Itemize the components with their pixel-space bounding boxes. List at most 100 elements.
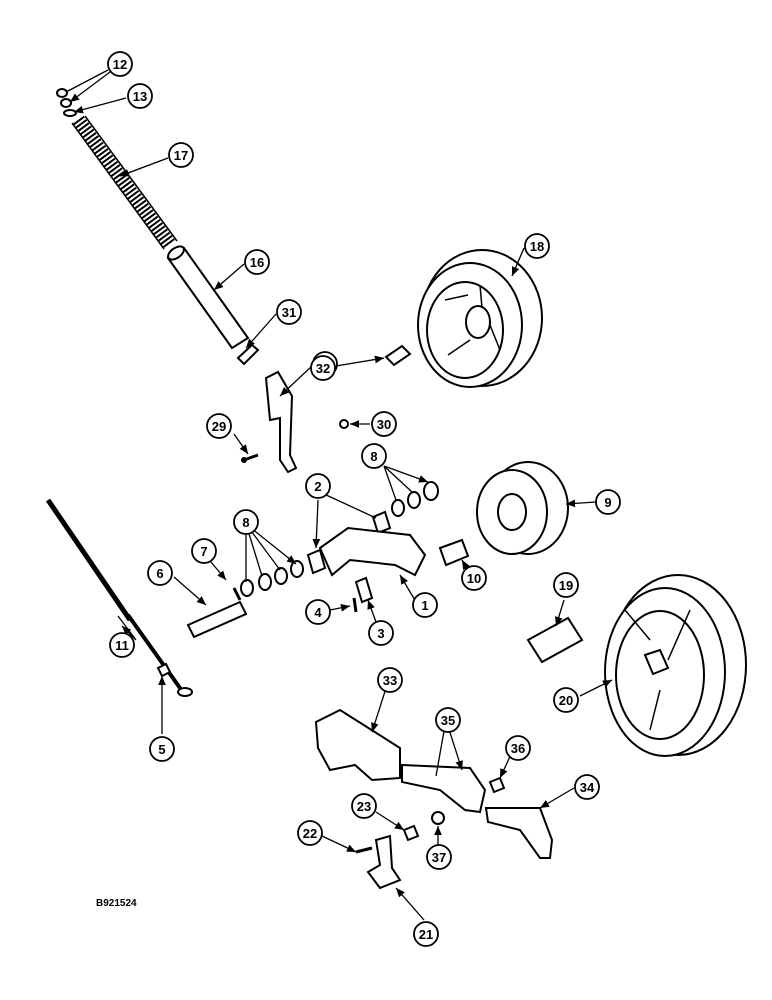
callout-circle xyxy=(107,51,133,77)
callout-number: 6 xyxy=(156,566,163,581)
spring-17-part xyxy=(71,115,178,250)
callout-32: 32 xyxy=(310,355,336,381)
pin-3-part xyxy=(354,576,374,604)
callout-number: 13 xyxy=(133,89,147,104)
bolt-22-part xyxy=(355,846,373,854)
pin-6-part xyxy=(186,600,248,639)
callout-number: 19 xyxy=(559,578,573,593)
arm-1-part xyxy=(318,526,427,577)
callout-13: 13 xyxy=(127,83,153,109)
callout-6: 6 xyxy=(147,560,173,586)
callout-33: 33 xyxy=(377,667,403,693)
callout-number: 23 xyxy=(357,799,371,814)
callout-number: 22 xyxy=(303,826,317,841)
callout-circle xyxy=(127,83,153,109)
callout-circle xyxy=(461,565,487,591)
callout-circle xyxy=(109,632,135,658)
callout-number: 17 xyxy=(174,148,188,163)
callout-circle xyxy=(595,489,621,515)
callout-5: 5 xyxy=(149,736,175,762)
callout-number: 7 xyxy=(200,544,207,559)
callout-17: 17 xyxy=(168,142,194,168)
callout-7: 7 xyxy=(191,538,217,564)
callout-circle xyxy=(574,774,600,800)
callout-circle xyxy=(206,413,232,439)
callout-20: 20 xyxy=(553,687,579,713)
callout-circle xyxy=(310,355,336,381)
nut-12-part xyxy=(56,88,77,117)
callout-30: 30 xyxy=(371,411,397,437)
callout-circle xyxy=(191,538,217,564)
key-32-part xyxy=(384,344,412,367)
callout-23: 23 xyxy=(351,793,377,819)
callout-circle xyxy=(297,820,323,846)
arm-33-part xyxy=(314,708,401,782)
callout-10: 10 xyxy=(461,565,487,591)
callout-layer: 1213171631182832293082978610119431120333… xyxy=(107,51,621,947)
callout-number: 8 xyxy=(242,515,249,530)
pulley-18-part xyxy=(417,249,543,388)
rod-11-part xyxy=(45,498,193,697)
callout-number: 8 xyxy=(370,449,377,464)
callout-4: 4 xyxy=(305,599,331,625)
callout-circle xyxy=(413,921,439,947)
callout-number: 20 xyxy=(559,693,573,708)
callout-35: 35 xyxy=(435,707,461,733)
callout-circle xyxy=(305,599,331,625)
callout-29: 29 xyxy=(206,413,232,439)
callout-circle xyxy=(553,572,579,598)
callout-circle xyxy=(233,509,259,535)
callout-number: 10 xyxy=(467,571,481,586)
cotter-7-part xyxy=(232,587,242,601)
callout-11: 11 xyxy=(109,632,135,658)
pulley-20-part xyxy=(604,574,747,757)
bracket-28-part xyxy=(264,370,298,474)
callout-1: 1 xyxy=(412,592,438,618)
callout-number: 11 xyxy=(115,638,129,653)
callout-circle xyxy=(377,667,403,693)
callout-3: 3 xyxy=(368,620,394,646)
callout-circle xyxy=(147,560,173,586)
callout-37: 37 xyxy=(426,844,452,870)
callout-number: 16 xyxy=(250,255,264,270)
callout-36: 36 xyxy=(505,735,531,761)
callout-31: 31 xyxy=(276,299,302,325)
callout-circle xyxy=(505,735,531,761)
figure-reference: B921524 xyxy=(96,898,137,909)
callout-circle xyxy=(149,736,175,762)
cotter-4-part xyxy=(352,597,358,613)
bolt-36-part xyxy=(488,776,506,794)
key-31-part xyxy=(236,343,260,366)
belt-19-part xyxy=(526,616,584,664)
idler-pulley-9-part xyxy=(476,461,569,555)
callout-number: 35 xyxy=(441,713,455,728)
tube-16-part xyxy=(166,245,250,350)
callout-number: 4 xyxy=(314,605,322,620)
callout-number: 1 xyxy=(421,598,428,613)
callout-circle xyxy=(412,592,438,618)
callout-number: 3 xyxy=(377,626,384,641)
callout-number: 29 xyxy=(212,419,226,434)
bolt-29-part xyxy=(241,453,259,463)
callout-8: 8 xyxy=(361,443,387,469)
callout-circle xyxy=(371,411,397,437)
callout-34: 34 xyxy=(574,774,600,800)
callout-16: 16 xyxy=(244,249,270,275)
callout-number: 32 xyxy=(316,361,330,376)
callout-number: 33 xyxy=(383,673,397,688)
callout-22: 22 xyxy=(297,820,323,846)
callout-19: 19 xyxy=(553,572,579,598)
callout-number: 36 xyxy=(511,741,525,756)
callout-circle xyxy=(276,299,302,325)
plate-34-part xyxy=(484,807,554,859)
callout-number: 30 xyxy=(377,417,391,432)
callout-9: 9 xyxy=(595,489,621,515)
shaft-10-part xyxy=(438,538,470,567)
bolt-23-part xyxy=(402,824,420,842)
callout-circle xyxy=(168,142,194,168)
callout-circle xyxy=(361,443,387,469)
callout-8: 8 xyxy=(233,509,259,535)
callout-circle xyxy=(244,249,270,275)
